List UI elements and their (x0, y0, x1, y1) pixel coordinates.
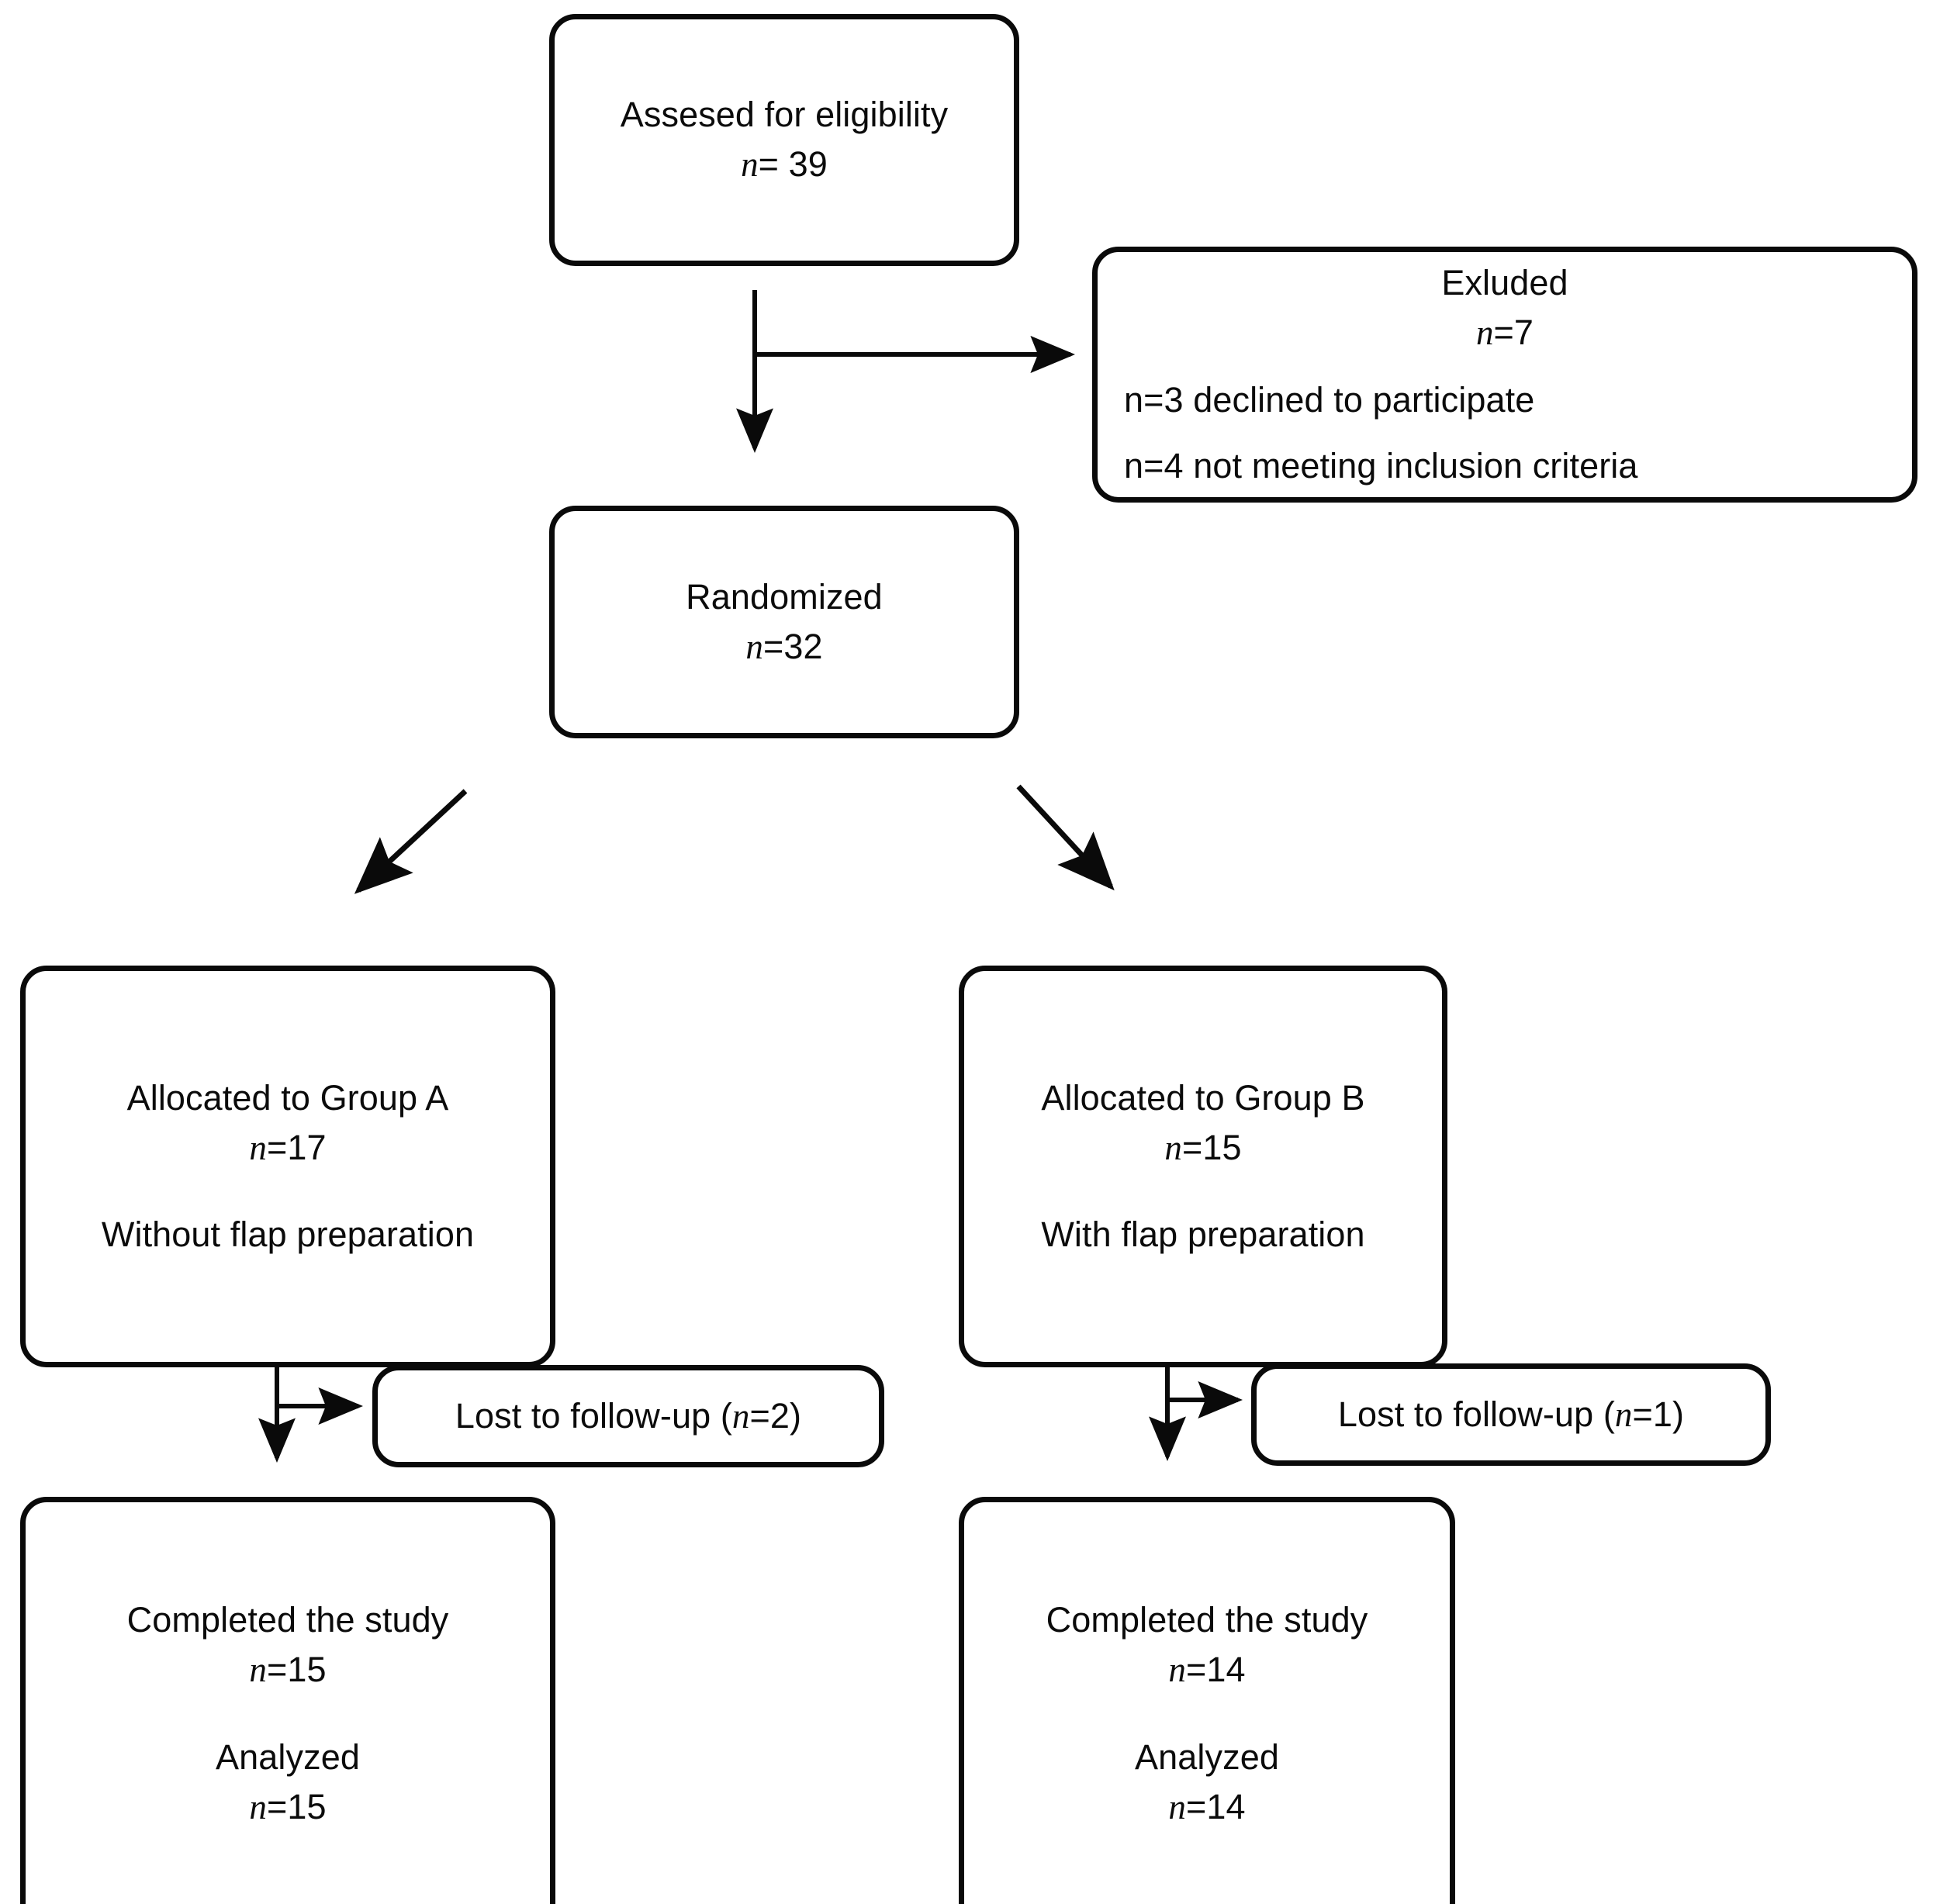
italic-n: n (1164, 1128, 1182, 1167)
excluded-reason-1: n=3 declined to participate (1124, 379, 1535, 420)
assessed-label: Assesed for eligibility (620, 95, 949, 135)
italic-n: n (741, 145, 759, 184)
group-a-label: Allocated to Group A (126, 1077, 449, 1118)
excluded-count: n=7 (1476, 308, 1534, 358)
arrow-randomized-to-group-a (354, 789, 468, 894)
group-a-count-value: =17 (266, 1127, 327, 1167)
analyzed-a-label: Analyzed (216, 1737, 360, 1777)
randomized-label: Randomized (686, 576, 883, 617)
assessed-count: n= 39 (741, 140, 828, 190)
lost-a-text: Lost to follow-up (n=2) (455, 1391, 801, 1442)
completed-a-count: n=15 (249, 1645, 326, 1695)
lost-a-prefix: Lost to follow-up ( (455, 1395, 732, 1436)
italic-n: n (249, 1787, 267, 1826)
node-allocated-group-a: Allocated to Group A n=17 Without flap p… (20, 966, 555, 1367)
group-b-count: n=15 (1164, 1123, 1241, 1173)
italic-n: n (249, 1128, 267, 1167)
node-lost-to-followup-a: Lost to follow-up (n=2) (372, 1365, 884, 1467)
completed-a-label: Completed the study (126, 1600, 449, 1640)
node-completed-study-a: Completed the study n=15 Analyzed n=15 (20, 1497, 555, 1904)
assessed-count-value: = 39 (758, 144, 828, 184)
analyzed-b-count-value: =14 (1185, 1786, 1246, 1826)
group-a-detail: Without flap preparation (101, 1215, 475, 1255)
lost-b-count-value: =1 (1632, 1394, 1673, 1434)
completed-b-count-value: =14 (1185, 1650, 1246, 1690)
completed-b-count: n=14 (1168, 1645, 1245, 1695)
excluded-label: Exluded (1441, 262, 1568, 302)
arrow-randomized-to-group-b (1016, 784, 1115, 891)
analyzed-a-count-value: =15 (266, 1786, 327, 1826)
italic-n: n (249, 1650, 267, 1690)
italic-n: n (1168, 1650, 1186, 1690)
lost-a-count-value: =2 (749, 1395, 790, 1436)
randomized-count-value: =32 (762, 626, 823, 666)
node-assessed-for-eligibility: Assesed for eligibility n= 39 (549, 14, 1019, 266)
node-lost-to-followup-b: Lost to follow-up (n=1) (1251, 1363, 1771, 1466)
excluded-reasons: n=3 declined to participate n=4 not meet… (1098, 358, 1912, 492)
completed-a-count-value: =15 (266, 1650, 327, 1690)
completed-b-label: Completed the study (1046, 1600, 1368, 1640)
randomized-count: n=32 (745, 622, 822, 672)
lost-b-text: Lost to follow-up (n=1) (1338, 1390, 1684, 1440)
excluded-reason-2: n=4 not meeting inclusion criteria (1124, 446, 1638, 486)
italic-n: n (1614, 1394, 1633, 1434)
node-completed-study-b: Completed the study n=14 Analyzed n=14 (959, 1497, 1455, 1904)
lost-b-prefix: Lost to follow-up ( (1337, 1394, 1615, 1434)
italic-n: n (745, 627, 763, 666)
node-excluded: Exluded n=7 n=3 declined to participate … (1092, 247, 1917, 503)
analyzed-a-count: n=15 (249, 1782, 326, 1833)
excluded-count-value: =7 (1493, 312, 1534, 352)
lost-a-suffix: ) (790, 1395, 802, 1436)
group-b-count-value: =15 (1181, 1127, 1242, 1167)
group-b-label: Allocated to Group B (1041, 1077, 1365, 1118)
group-a-count: n=17 (249, 1123, 326, 1173)
analyzed-b-count: n=14 (1168, 1782, 1245, 1833)
node-allocated-group-b: Allocated to Group B n=15 With flap prep… (959, 966, 1447, 1367)
italic-n: n (731, 1396, 750, 1436)
group-b-detail: With flap preparation (1041, 1215, 1365, 1255)
lost-b-suffix: ) (1672, 1394, 1685, 1434)
analyzed-b-label: Analyzed (1135, 1737, 1279, 1777)
node-randomized: Randomized n=32 (549, 506, 1019, 738)
italic-n: n (1475, 313, 1494, 352)
italic-n: n (1168, 1787, 1186, 1826)
